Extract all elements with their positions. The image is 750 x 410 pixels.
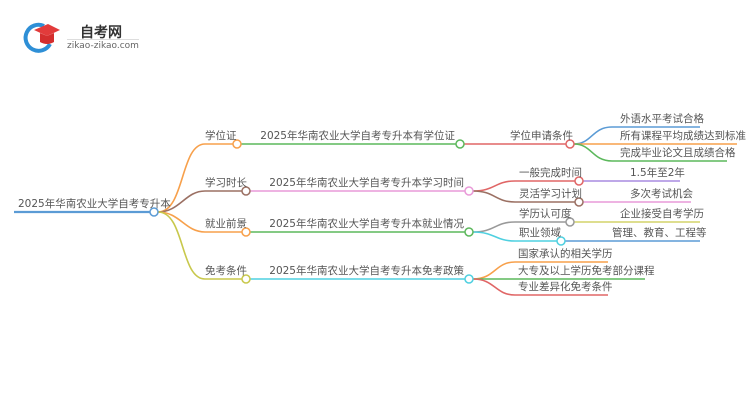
leaf-label[interactable]: 1.5年至2年 [630, 167, 685, 179]
subtopic-label[interactable]: 国家承认的相关学历 [518, 248, 613, 260]
logo-title: 自考网 [80, 25, 122, 41]
root-topic[interactable]: 2025年华南农业大学自考专升本 [18, 198, 171, 210]
branch-label[interactable]: 学位证 [205, 130, 237, 142]
topic-label[interactable]: 2025年华南农业大学自考专升本免考政策 [269, 265, 464, 277]
leaf-label[interactable]: 所有课程平均成绩达到标准 [620, 130, 746, 142]
leaf-label[interactable]: 完成毕业论文且成绩合格 [620, 147, 736, 159]
subtopic-label[interactable]: 职业领域 [519, 227, 561, 239]
topic-label[interactable]: 2025年华南农业大学自考专升本就业情况 [269, 218, 464, 230]
subtopic-label[interactable]: 大专及以上学历免考部分课程 [518, 265, 655, 277]
branch-label[interactable]: 免考条件 [205, 265, 247, 277]
subtopic-label[interactable]: 学位申请条件 [510, 130, 573, 142]
topic-label[interactable]: 2025年华南农业大学自考专升本学习时间 [269, 177, 464, 189]
topic-label[interactable]: 2025年华南农业大学自考专升本有学位证 [260, 130, 455, 142]
logo-url: zikao-zikao.com [67, 39, 139, 51]
root-node [149, 207, 159, 217]
edge-root-mianxao [157, 211, 242, 280]
leaf-label[interactable]: 多次考试机会 [630, 188, 693, 200]
subtopic-label[interactable]: 专业差异化免考条件 [518, 281, 613, 293]
branch-label[interactable]: 学习时长 [205, 177, 247, 189]
subtopic-label[interactable]: 学历认可度 [519, 208, 572, 220]
logo-icon [23, 22, 60, 53]
edge-root-xuexishichang [157, 190, 242, 213]
edge-root-xueweizheng [157, 143, 233, 213]
leaf-label[interactable]: 企业接受自考学历 [620, 208, 704, 220]
leaf-label[interactable]: 管理、教育、工程等 [612, 227, 707, 239]
subtopic-label[interactable]: 灵活学习计划 [519, 188, 582, 200]
subtopic-label[interactable]: 一般完成时间 [519, 167, 582, 179]
leaf-label[interactable]: 外语水平考试合格 [620, 113, 704, 125]
branch-label[interactable]: 就业前景 [205, 218, 247, 230]
